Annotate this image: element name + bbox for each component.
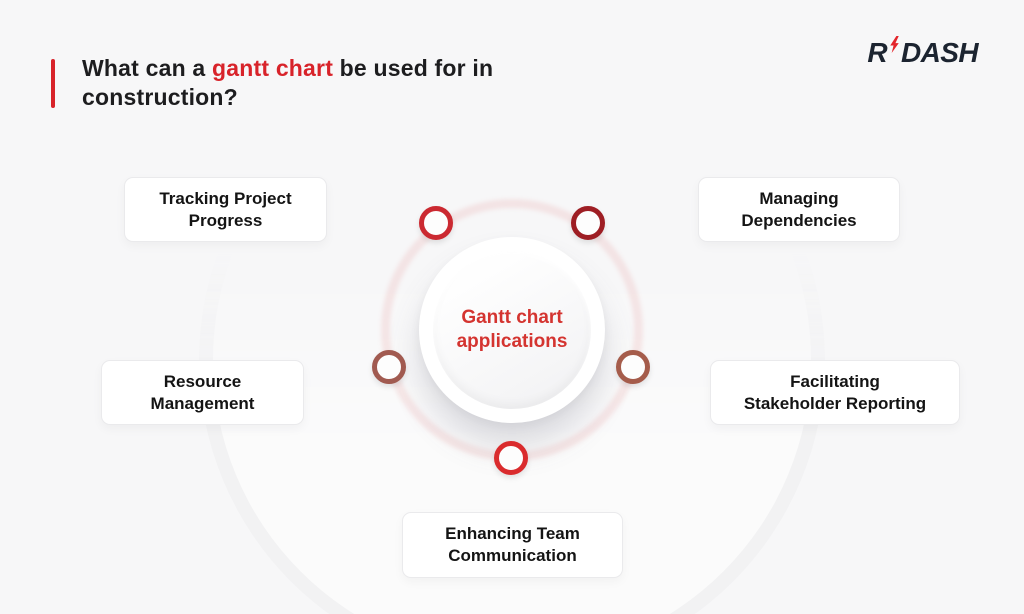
title-highlight: gantt chart xyxy=(212,55,334,81)
title-accent-bar xyxy=(51,59,55,108)
logo-text-dash: DASH xyxy=(901,37,979,68)
node-box-enhancing-team-communication: Enhancing Team Communication xyxy=(402,512,623,578)
node-box-managing-dependencies: Managing Dependencies xyxy=(698,177,900,242)
node-ring-enhancing-team-communication xyxy=(494,441,528,475)
node-ring-managing-dependencies xyxy=(571,206,605,240)
node-ring-tracking-project-progress xyxy=(419,206,453,240)
hub-circle-inner: Gantt chart applications xyxy=(433,251,591,409)
node-box-facilitating-stakeholder-reporting: Facilitating Stakeholder Reporting xyxy=(710,360,960,425)
title-prefix: What can a xyxy=(82,55,213,81)
node-box-tracking-project-progress: Tracking Project Progress xyxy=(124,177,327,242)
node-ring-resource-management xyxy=(372,350,406,384)
page-title: What can a gantt chart be used for in co… xyxy=(82,54,544,112)
node-ring-facilitating-stakeholder-reporting xyxy=(616,350,650,384)
rdash-logo: R DASH xyxy=(867,36,979,69)
hub-label: Gantt chart applications xyxy=(456,307,568,352)
lightning-bolt-icon xyxy=(890,36,899,53)
node-box-resource-management: Resource Management xyxy=(101,360,304,425)
hub-circle: Gantt chart applications xyxy=(419,237,605,423)
logo-text-r: R xyxy=(867,37,888,68)
title-suffix: be used for in construction? xyxy=(82,55,494,110)
